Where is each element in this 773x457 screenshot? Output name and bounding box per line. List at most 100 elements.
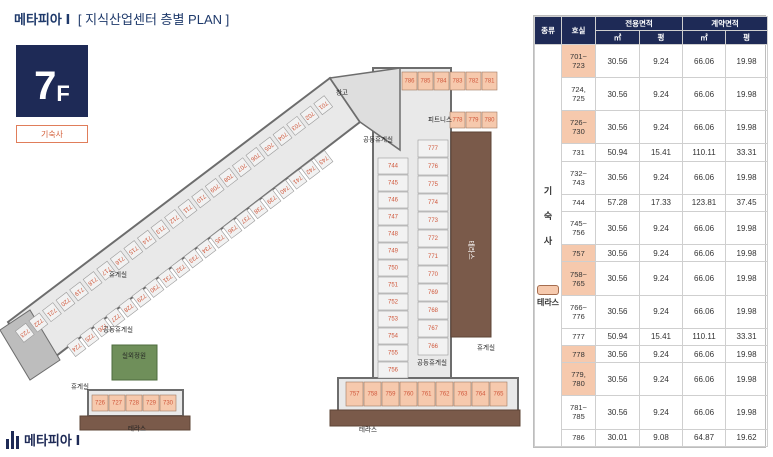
room-label: 703 <box>289 120 301 131</box>
room-label: 729 <box>135 292 147 303</box>
room-label: 770 <box>428 272 439 278</box>
room-cell <box>159 394 177 412</box>
footer-logo-text: 메타피아 Ⅰ <box>24 433 81 448</box>
exclusive-sqm-cell: 30.56 <box>595 244 640 263</box>
room-cell <box>231 157 252 178</box>
room-cell <box>481 111 498 129</box>
exclusive-pyeong-cell: 9.24 <box>638 110 684 145</box>
room-cell <box>55 291 76 312</box>
room-cell <box>191 188 211 209</box>
exclusive-sqm-cell: 30.56 <box>595 43 640 79</box>
room-cell <box>137 229 157 250</box>
room-cell <box>417 229 449 248</box>
room-label: 726 <box>96 321 108 332</box>
contract-pyeong-cell: 19.98 <box>725 43 769 79</box>
room-label: 730 <box>163 401 174 407</box>
room-cell <box>345 381 364 407</box>
contract-sqm-cell: 66.06 <box>682 77 727 112</box>
room-label: 717 <box>99 265 111 276</box>
header-ct-pyeong: 평 <box>725 30 769 45</box>
room-label: 707 <box>235 161 247 172</box>
room-label: 766 <box>428 344 439 350</box>
exclusive-sqm-cell: 30.56 <box>595 110 640 145</box>
room-label: 739 <box>265 193 277 204</box>
room-label: 750 <box>388 266 399 272</box>
floor-plan: 7017027037047057067077087097107117127137… <box>0 67 521 434</box>
room-cell <box>453 381 472 407</box>
room-label: 765 <box>493 392 504 398</box>
contract-pyeong-cell: 19.98 <box>725 77 769 112</box>
contract-sqm-cell: 66.06 <box>682 344 727 364</box>
room-cell <box>313 149 334 170</box>
exclusive-sqm-cell: 57.28 <box>595 193 640 213</box>
room-cell <box>142 394 160 412</box>
room-cell <box>123 240 144 260</box>
wing-end-block <box>0 309 61 381</box>
contract-pyeong-cell: 19.98 <box>725 395 769 430</box>
room-label: 729 <box>146 401 157 407</box>
terrace-swatch <box>537 284 559 295</box>
room-cell <box>381 381 400 407</box>
contract-sqm-cell: 64.87 <box>682 428 727 448</box>
exclusive-pyeong-cell: 17.33 <box>638 193 684 213</box>
room-cell <box>204 178 225 198</box>
room-cell: 781~785 <box>561 395 596 430</box>
header-contract: 계약면적 <box>682 16 769 31</box>
room-cell <box>417 381 436 407</box>
room-cell <box>245 146 266 167</box>
contract-sqm-cell: 66.06 <box>682 160 727 195</box>
room-cell <box>287 169 308 190</box>
room-label: 716 <box>113 255 125 266</box>
room-label: 767 <box>428 326 439 332</box>
room-label: 743 <box>317 154 329 165</box>
room-cell <box>150 219 171 240</box>
room-cell <box>14 322 35 343</box>
exclusive-pyeong-cell: 9.24 <box>638 244 684 263</box>
room-cell <box>157 268 178 289</box>
contract-pyeong-cell: 19.98 <box>725 211 769 246</box>
rest-room-label: 휴게실 <box>71 382 89 391</box>
room-cell: 731 <box>561 143 596 162</box>
room-label: 769 <box>428 290 439 296</box>
terrace-label: 테라스 <box>359 425 377 434</box>
terrace-legend: 테라스 <box>537 284 559 308</box>
room-label: 704 <box>276 130 288 141</box>
contract-sqm-cell: 66.06 <box>682 110 727 145</box>
room-cell <box>377 361 409 379</box>
room-cell <box>131 287 152 308</box>
room-label: 715 <box>127 244 139 255</box>
room-cell <box>109 250 130 271</box>
room-label: 774 <box>428 200 439 206</box>
room-label: 782 <box>468 79 479 85</box>
room-label: 763 <box>457 392 468 398</box>
room-label: 727 <box>109 312 121 323</box>
room-cell <box>69 281 89 302</box>
exclusive-sqm-cell: 30.56 <box>595 211 640 246</box>
room-label: 736 <box>226 223 238 234</box>
common-lounge-label: 공동휴게실 <box>417 358 447 367</box>
room-cell: 786 <box>561 428 596 448</box>
room-label: 732 <box>174 262 186 273</box>
connector-block <box>328 67 401 152</box>
exclusive-pyeong-cell: 9.08 <box>638 428 684 448</box>
room-cell <box>235 209 256 229</box>
room-cell <box>66 337 87 358</box>
room-label: 748 <box>388 232 399 238</box>
room-label: 768 <box>428 308 439 314</box>
garden-label: 실외정원 <box>122 351 146 360</box>
exclusive-pyeong-cell: 9.24 <box>638 77 684 112</box>
room-cell <box>377 191 409 209</box>
exclusive-pyeong-cell: 9.24 <box>638 43 684 79</box>
header-ex-pyeong: 평 <box>638 30 684 45</box>
floor-number: 7 <box>34 64 57 108</box>
room-cell: 778 <box>561 344 596 364</box>
room-cell <box>417 193 449 212</box>
room-label: 771 <box>428 254 439 260</box>
room-cell <box>363 381 382 407</box>
room-cell <box>417 301 449 320</box>
room-cell <box>417 139 449 158</box>
room-label: 740 <box>278 184 290 195</box>
